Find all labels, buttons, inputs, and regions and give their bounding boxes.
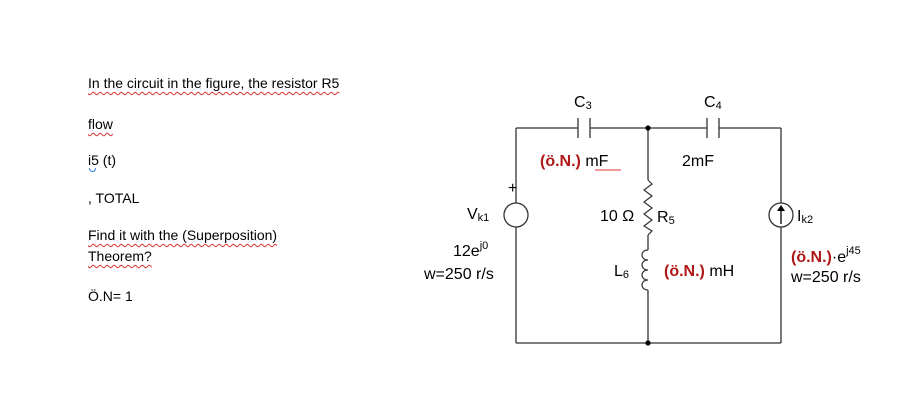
vk1-frequency: w=250 r/s [423,266,494,283]
c4-value: 2mF [682,153,714,170]
vk1-label: Vk1 [467,206,489,224]
question-line-3: i5 (t) [88,152,117,172]
question-line-5: Find it with the (Superposition) [88,227,277,243]
question-text-2: flow [88,116,113,132]
question-text-1: In the circuit in the figure, the resist… [88,75,340,91]
c3-label: C3 [574,94,592,112]
question-line-1: In the circuit in the figure, the resist… [88,75,339,91]
node-top [645,125,651,131]
ik2-amplitude: (ö.N.)·ej45 [791,245,861,266]
question-line-6: Theorem? [88,248,152,264]
question-text-4: , TOTAL [88,190,140,206]
capacitor-c3 [577,118,591,138]
ik2-frequency: w=250 r/s [790,269,861,286]
c4-label: C4 [704,94,722,112]
inductor-l6 [641,249,649,291]
current-arrow-icon [777,205,785,224]
current-time-arg: (t) [98,152,117,168]
r5-label: R5 [657,209,675,227]
capacitor-c4 [706,118,720,138]
vk1-polarity-plus: + [508,180,517,197]
question-line-2: flow [88,116,113,132]
l6-value: (ö.N.) mH [664,263,734,280]
vk1-amplitude: 12ej0 [453,240,488,260]
c3-value: (ö.N.) mF [540,153,609,170]
question-text-6: Theorem? [88,248,152,264]
current-subscript: 5 [91,152,99,168]
r5-value: 10 Ω [600,208,634,225]
question-line-7: Ö.N= 1 [88,288,133,304]
l6-label: L6 [614,263,629,281]
question-text-5: Find it with the (Superposition) [88,227,278,243]
voltage-source-vk1 [503,202,529,228]
resistor-r5 [642,179,653,236]
ik2-label: Ik2 [797,208,813,226]
question-line-4: , TOTAL [88,190,139,206]
node-bottom [645,340,651,346]
question-text-7: Ö.N= 1 [88,288,133,304]
